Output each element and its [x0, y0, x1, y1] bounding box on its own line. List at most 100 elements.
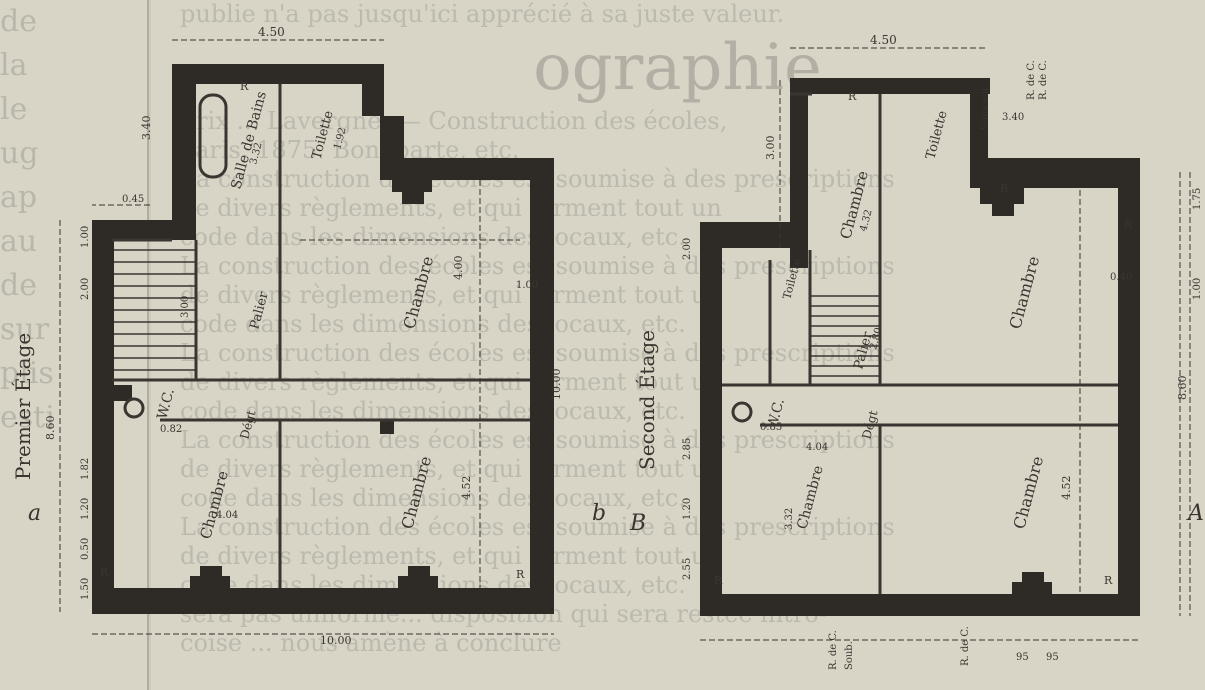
- room-label: W.C.: [154, 387, 177, 421]
- foot-label: 95: [1046, 652, 1059, 663]
- radiator-label: R: [1124, 218, 1133, 231]
- second-floor-fireplaces: [820, 186, 1052, 608]
- room-label: Chambre: [400, 254, 438, 331]
- room-label: Chambre: [794, 464, 826, 531]
- dimension-label: 2.00: [80, 278, 91, 300]
- second-floor-partitions: [722, 92, 1118, 594]
- first-floor-partitions: [112, 84, 530, 588]
- room-label: Chambre: [1006, 254, 1044, 331]
- foot-label: 95: [1016, 652, 1029, 663]
- room-label: Toilette: [923, 109, 950, 161]
- floor-title: Premier Étage: [11, 333, 35, 480]
- foot-label: R. de C.: [1026, 60, 1037, 100]
- dimension-label: 4.52: [460, 476, 473, 501]
- floor-title: Second Étage: [635, 330, 659, 470]
- background-heading: ographie: [533, 31, 822, 105]
- second-floor-stairs: [810, 295, 880, 377]
- background-line: publie n'a pas jusqu'ici apprécié à sa j…: [180, 0, 785, 28]
- section-mark: b: [592, 501, 606, 526]
- room-label: Chambre: [398, 454, 436, 531]
- left-column-text: de la le ug ap au de sur plis esti: [0, 0, 150, 690]
- first-floor-fireplaces: [190, 178, 438, 590]
- margin-line: sur: [0, 312, 50, 347]
- foot-label: R. de C.: [1038, 60, 1049, 100]
- margin-line: de: [0, 268, 37, 303]
- dimension-label: 3.40: [140, 116, 153, 141]
- dimension-label: 1.00: [80, 226, 91, 248]
- dimension-label: 10.00: [320, 634, 352, 647]
- margin-line: plis: [0, 356, 54, 391]
- second-floor-walls: [700, 78, 1140, 616]
- background-line: Prix ... Lavergne. — Construction des éc…: [180, 107, 728, 135]
- dimension-label: 1.92: [332, 126, 348, 150]
- radiator-label: R: [516, 568, 525, 581]
- dimension-label: 1.00: [516, 280, 538, 291]
- bathtub-icon: [198, 93, 228, 179]
- dimension-label: 4.52: [1060, 476, 1073, 501]
- foot-label: R. de C.: [960, 626, 971, 666]
- dimension-label: 2.55: [682, 558, 693, 580]
- dimension-label: 2.85: [682, 438, 693, 460]
- second-floor-dimension-lines: [700, 47, 1191, 641]
- dimension-label: 0.45: [122, 194, 144, 205]
- room-label: Palier: [247, 290, 272, 331]
- margin-line: le: [0, 92, 28, 127]
- dimension-label: 0.40: [1110, 272, 1132, 283]
- room-label: Chambre: [1010, 454, 1048, 531]
- dimension-label: 4.04: [806, 442, 828, 453]
- dimension-label: 0.50: [80, 538, 91, 560]
- background-line: de divers règlements, et qui forment tou…: [180, 542, 722, 570]
- section-mark: a: [28, 501, 41, 526]
- background-line: de divers règlements, et qui forment tou…: [180, 455, 722, 483]
- radiator-label: R: [1104, 574, 1113, 587]
- dimension-label: 4.50: [258, 25, 285, 39]
- dimension-label: 8.60: [44, 416, 57, 441]
- dimension-label: 2.00: [682, 238, 693, 260]
- dimension-label: 3.40: [1002, 112, 1024, 123]
- radiator-label: R: [1000, 182, 1009, 195]
- background-line: code dans les dimensions des locaux, etc…: [180, 310, 686, 338]
- radiator-label: R: [240, 80, 249, 93]
- dimension-label: 10.00: [550, 369, 563, 401]
- dimension-label: 1.20: [682, 498, 693, 520]
- background-line: de divers règlements, et qui forment tou…: [180, 368, 722, 396]
- dimension-label: 3.00: [180, 296, 191, 318]
- dimension-label: 1.82: [80, 458, 91, 480]
- room-label: Toilette: [780, 257, 803, 301]
- dimension-label: 3.00: [764, 136, 777, 161]
- dimension-label: 0.85: [760, 422, 782, 433]
- first-floor-stairs: [114, 249, 196, 371]
- dimension-label: 3.32: [784, 508, 795, 530]
- section-mark: A: [1186, 501, 1204, 526]
- dimension-label: 8.60: [1176, 376, 1189, 401]
- radiator-label: R: [714, 574, 723, 587]
- room-label: Sous-sol: [980, 88, 991, 130]
- dimension-label: 4.04: [216, 510, 238, 521]
- background-line: de divers règlements, et qui forment tou…: [180, 194, 722, 222]
- radiator-label: R: [848, 90, 857, 103]
- room-label: Toilette: [309, 109, 336, 161]
- second-floor-plan: Second Étage Toilette Chambre Chambre Pa…: [629, 33, 1204, 670]
- dimension-label: 2.80: [868, 326, 884, 350]
- dimension-label: 1.75: [1192, 188, 1203, 210]
- first-floor-walls: [92, 64, 554, 614]
- dimension-label: 4.50: [870, 33, 897, 47]
- radiator-label: R: [100, 566, 109, 579]
- wc-icon: [123, 397, 145, 419]
- section-mark: B: [629, 511, 646, 536]
- dimension-label: 1.50: [80, 578, 91, 600]
- margin-line: ap: [0, 180, 38, 215]
- margin-line: de: [0, 4, 37, 39]
- margin-line: au: [0, 224, 38, 259]
- first-floor-plan: Premier Étage Salle de Bains Toilette Ch…: [11, 25, 606, 647]
- dimension-label: 1.00: [1192, 278, 1203, 300]
- foot-label: R. de C.: [828, 630, 839, 670]
- room-label: Chambre: [196, 469, 232, 541]
- margin-line: la: [0, 48, 28, 83]
- wc-icon: [731, 401, 753, 423]
- background-line: de divers règlements, et qui forment tou…: [180, 281, 722, 309]
- foot-label: Soub.: [844, 641, 855, 670]
- background-line: code dans les dimensions des locaux, etc…: [180, 223, 686, 251]
- room-label: Salle de Bains: [228, 90, 270, 191]
